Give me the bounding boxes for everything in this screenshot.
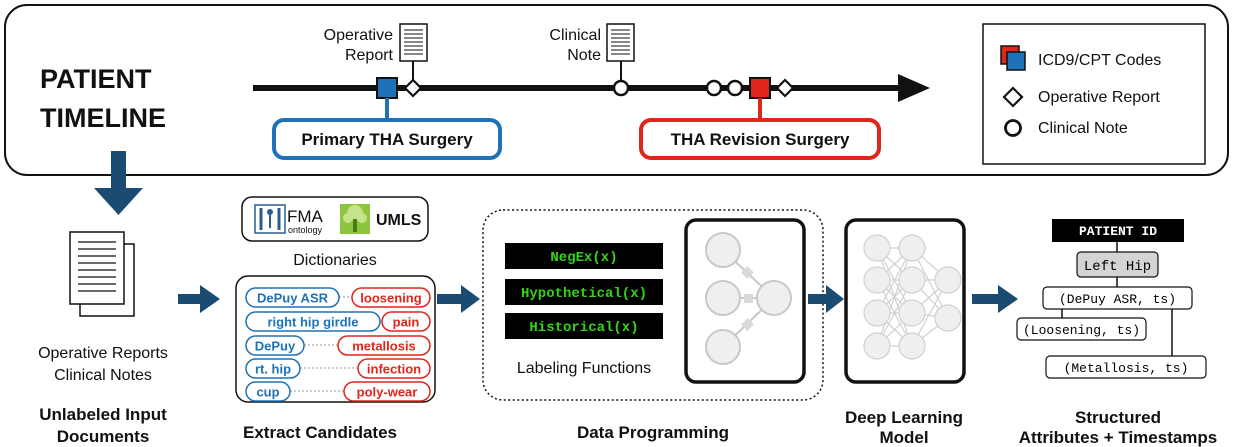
umls-tree-icon [340, 204, 370, 234]
clinical-note-marker [612, 79, 630, 97]
deep-learning-caption-line1: Deep Learning [845, 408, 963, 427]
candidate-right: loosening [360, 291, 421, 306]
dictionaries-label: Dictionaries [293, 252, 377, 269]
neural-network-icon [863, 234, 962, 360]
candidate-left: DePuy ASR [257, 291, 329, 306]
generative-graph-icon [705, 232, 792, 365]
input-caption-line1: Unlabeled Input [39, 405, 167, 424]
candidate-right: pain [393, 315, 420, 330]
labeling-function-label: Hypothetical(x) [521, 286, 647, 302]
primary-operative-marker [403, 78, 423, 98]
labeling-function [505, 313, 663, 339]
timeline-title-line1: PATIENT [40, 64, 152, 94]
diamond-legend-icon [1002, 86, 1024, 108]
candidate-row: cup poly-wear [245, 381, 431, 402]
clinical-note-marker [726, 79, 744, 97]
document-icon [606, 23, 635, 62]
revision-code-marker [749, 77, 771, 99]
left-hip-label: Left Hip [1084, 259, 1151, 275]
patient-id-label: PATIENT ID [1079, 224, 1157, 239]
fma-label: FMA [287, 207, 324, 226]
candidate-right: poly-wear [357, 385, 418, 400]
labeling-function [505, 243, 663, 269]
primary-surgery-label: Primary THA Surgery [301, 130, 473, 149]
document-icon [399, 23, 428, 62]
structured-caption-line2: Attributes + Timestamps [1019, 428, 1218, 447]
flow-arrow-icon [437, 285, 480, 313]
candidate-right: metallosis [352, 339, 416, 354]
umls-label: UMLS [376, 212, 422, 229]
clinical-note-label-line2: Note [567, 47, 601, 64]
clinical-note-marker [705, 79, 723, 97]
structured-tree [1061, 241, 1173, 357]
codes-legend-icon [1000, 45, 1026, 71]
timeline-arrowhead [898, 74, 930, 102]
revision-surgery-label: THA Revision Surgery [671, 130, 850, 149]
left-hip-box [1076, 251, 1159, 278]
primary-surgery-box [272, 118, 502, 160]
candidate-left: DePuy [255, 339, 296, 354]
attribute-label: (Metallosis, ts) [1064, 361, 1189, 376]
flow-arrow-icon [972, 285, 1018, 313]
legend-clinical-label: Clinical Note [1038, 120, 1128, 137]
candidate-left: cup [256, 385, 279, 400]
legend-codes-label: ICD9/CPT Codes [1038, 52, 1161, 69]
input-documents-line2: Clinical Notes [54, 367, 152, 384]
operative-report-label-line2: Report [345, 47, 394, 64]
operative-report-label-line1: Operative [324, 27, 393, 44]
patient-id-box [1052, 219, 1184, 242]
candidate-right: infection [367, 362, 421, 377]
deep-learning-caption-line2: Model [879, 428, 928, 447]
candidate-row: DePuy metallosis [245, 335, 431, 356]
labeling-function-label: Historical(x) [529, 320, 638, 336]
input-documents-line1: Operative Reports [38, 345, 168, 362]
candidate-left: rt. hip [255, 362, 291, 377]
timeline-title-line2: TIMELINE [40, 103, 166, 133]
candidate-left: right hip girdle [268, 315, 359, 330]
candidate-row: DePuy ASR loosening [245, 287, 431, 308]
primary-code-marker [376, 77, 398, 99]
attribute-label: (DePuy ASR, ts) [1059, 292, 1176, 307]
attribute-label: (Loosening, ts) [1023, 323, 1140, 338]
attribute-box [1045, 355, 1207, 379]
attribute-box [1042, 286, 1193, 310]
labeling-functions-caption: Labeling Functions [517, 360, 651, 377]
input-caption-line2: Documents [57, 427, 150, 446]
clinical-note-label-line1: Clinical [549, 27, 601, 44]
revision-operative-marker [775, 78, 795, 98]
legend-operative-label: Operative Report [1038, 89, 1160, 106]
flow-arrow-icon [178, 285, 220, 313]
fma-logo-icon [254, 204, 286, 234]
ontology-box [241, 196, 429, 242]
extract-candidates-caption: Extract Candidates [243, 423, 397, 442]
candidate-row: rt. hip infection [245, 358, 431, 379]
documents-icon [69, 231, 135, 317]
labeling-function [505, 279, 663, 305]
circle-legend-icon [1004, 119, 1022, 137]
labeling-function-label: NegEx(x) [550, 250, 617, 266]
data-programming-caption: Data Programming [577, 423, 729, 442]
revision-surgery-box [639, 118, 881, 160]
down-arrow-icon [94, 151, 143, 215]
candidate-row: right hip girdle pain [245, 311, 431, 332]
fma-sublabel: ontology [288, 225, 323, 235]
flow-arrow-icon [808, 285, 844, 313]
attribute-box [1016, 317, 1147, 341]
structured-caption-line1: Structured [1075, 408, 1161, 427]
